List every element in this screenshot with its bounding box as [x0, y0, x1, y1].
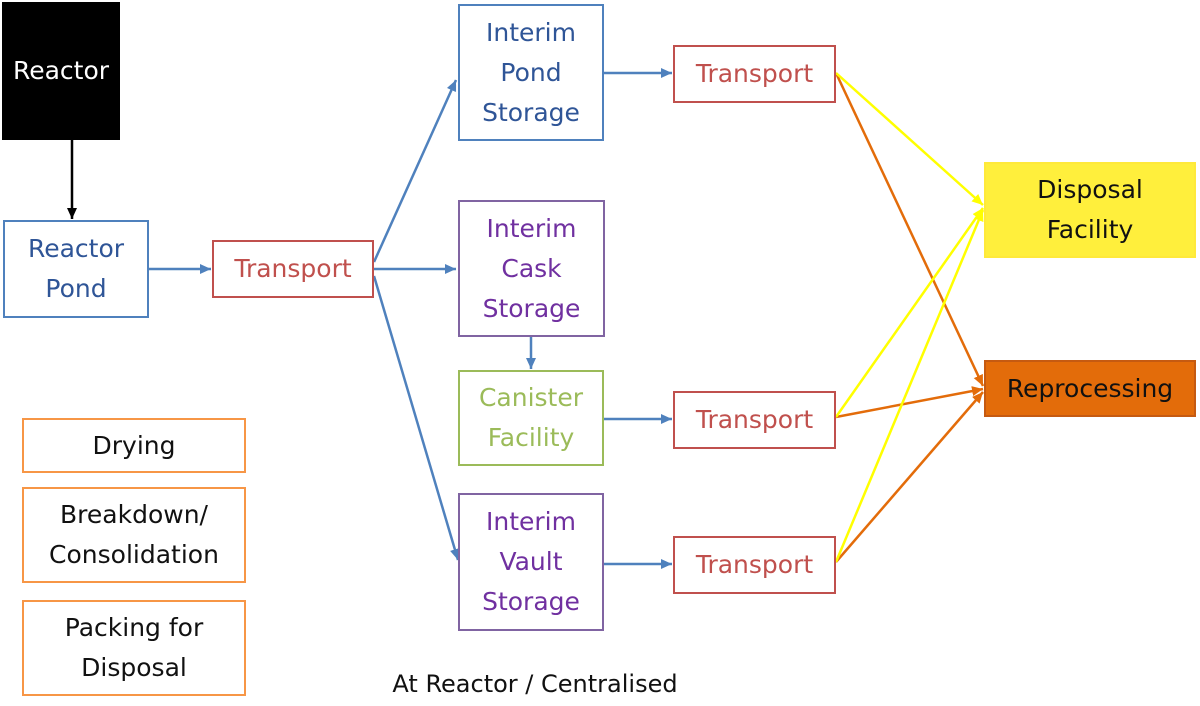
arrow-transport-to-vault-storage [372, 275, 460, 561]
disposal-facility-box: Disposal Facility [984, 162, 1196, 258]
transport-box-bottom: Transport [673, 536, 836, 594]
interim-pond-storage-box: Interim Pond Storage [458, 4, 604, 141]
label: Reprocessing [1006, 373, 1174, 403]
label: Storage [482, 97, 580, 127]
label: Disposal [81, 653, 187, 682]
label: Breakdown/ [60, 500, 208, 529]
reactor-pond-box: Reactor Pond [3, 220, 149, 318]
label: Cask [501, 253, 562, 283]
label: Interim [486, 507, 576, 536]
breakdown-consolidation-box: Breakdown/ Consolidation [22, 487, 246, 583]
arrow-transport-mid-to-disposal [834, 207, 985, 418]
arrow-transport-to-pond-storage [372, 79, 458, 263]
reactor-box: Reactor [2, 2, 120, 140]
arrow-transport-bottom-to-reprocessing [835, 391, 984, 563]
label: Interim [486, 17, 576, 47]
interim-cask-storage-box: Interim Cask Storage [458, 200, 605, 337]
label: Transport [234, 254, 352, 283]
drying-box: Drying [22, 418, 246, 473]
label: Consolidation [49, 540, 219, 569]
arrow-transport-top-to-disposal [835, 72, 984, 206]
transport-box-1: Transport [212, 240, 374, 298]
label: Transport [695, 550, 814, 579]
label: Packing for [64, 613, 204, 642]
label: Transport [695, 59, 814, 88]
label: Facility [487, 423, 575, 452]
transport-box-top: Transport [673, 45, 836, 103]
interim-vault-storage-box: Interim Vault Storage [458, 493, 604, 631]
label: Storage [482, 293, 581, 323]
label: Storage [482, 587, 580, 616]
canister-facility-box: Canister Facility [458, 370, 604, 466]
packing-for-disposal-box: Packing for Disposal [22, 600, 246, 696]
arrow-transport-bottom-to-disposal [834, 209, 985, 563]
label: Pond [45, 274, 107, 303]
label: Reactor [12, 56, 110, 85]
arrow-transport-top-to-reprocessing [834, 72, 985, 387]
reprocessing-box: Reprocessing [984, 360, 1196, 417]
label: Drying [92, 430, 176, 460]
label: Facility [1046, 215, 1134, 244]
label: Vault [499, 547, 563, 576]
label: Canister [478, 383, 584, 412]
arrow-transport-mid-to-reprocessing [835, 386, 984, 419]
transport-box-mid: Transport [673, 391, 836, 449]
label: Pond [500, 57, 562, 87]
label: Transport [695, 405, 814, 434]
label: Interim [486, 213, 577, 243]
label: Reactor [27, 234, 125, 263]
label: Disposal [1037, 175, 1143, 204]
caption: At Reactor / Centralised [392, 670, 678, 698]
